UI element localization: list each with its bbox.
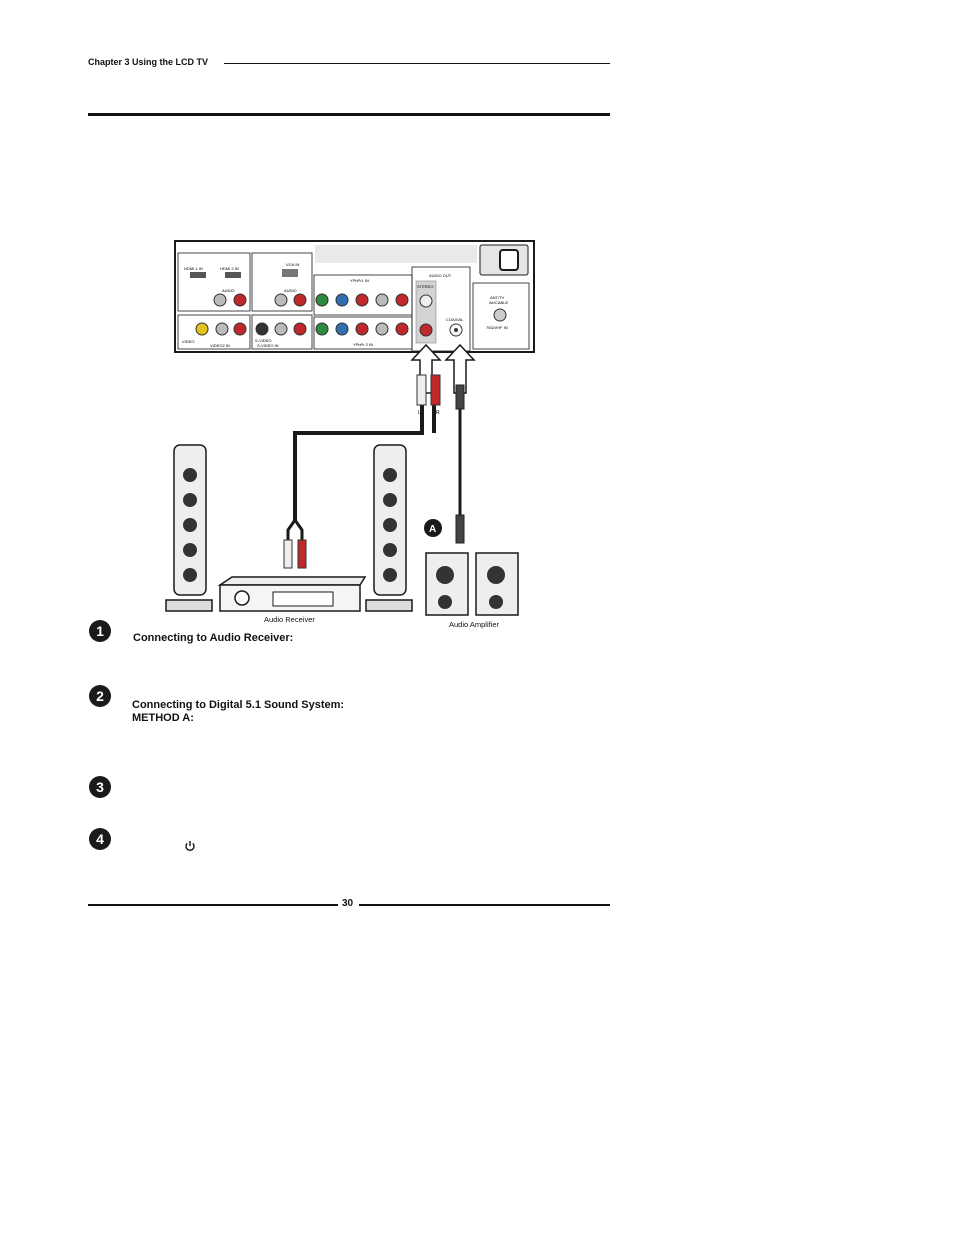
section-rule — [88, 113, 610, 116]
svg-text:R: R — [436, 410, 440, 416]
ypbpr1-label: YPbPr1 IN — [350, 278, 369, 283]
stereo-label: STEREO — [417, 284, 433, 289]
svg-text:ANT/TV: ANT/TV — [490, 295, 505, 300]
arrow-coaxial — [444, 343, 476, 394]
power-icon — [185, 841, 195, 851]
svg-text:Air/CABLE: Air/CABLE — [489, 300, 508, 305]
ypbpr2-label: YPbPr 2 IN — [353, 342, 373, 347]
step-3-number: 3 — [89, 776, 111, 798]
svg-text:S-VIDEO: S-VIDEO — [255, 338, 271, 343]
vga-label: VGA IN — [286, 262, 299, 267]
svg-text:75Ω/VHF IN: 75Ω/VHF IN — [486, 325, 508, 330]
footer-rule-left — [88, 904, 338, 906]
connection-diagram: HDMI 1 IN HDMI 2 IN AUDIO VGA IN AUDIO Y… — [165, 240, 535, 616]
marker-a — [424, 519, 442, 537]
amplifier-speaker-right — [475, 552, 519, 616]
step-1-text: Connecting to Audio Receiver: — [133, 632, 294, 644]
footer-rule-right — [359, 904, 610, 906]
header-rule — [224, 63, 610, 64]
coaxial-label: COAXIAL — [446, 317, 464, 322]
hdmi-audio-label: AUDIO — [222, 288, 235, 293]
step-4-number: 4 — [89, 828, 111, 850]
plug-left — [416, 374, 427, 406]
hdmi2-label: HDMI 2 IN — [220, 266, 239, 271]
svideo-in-label: S-VIDEO IN — [257, 343, 279, 348]
svg-text:AUDIO: AUDIO — [284, 288, 297, 293]
step-2-text: Connecting to Digital 5.1 Sound System: … — [132, 699, 345, 724]
plug-right — [430, 374, 441, 406]
amplifier-caption: Audio Amplifier — [449, 620, 500, 629]
hdmi1-label: HDMI 1 IN — [184, 266, 203, 271]
svg-text:A: A — [429, 524, 436, 535]
vent-grille — [315, 245, 477, 263]
svg-text:L: L — [418, 410, 421, 416]
receiver-caption: Audio Receiver — [264, 615, 315, 624]
step-2-number: 2 — [89, 685, 111, 707]
svg-text:VIDEO: VIDEO — [182, 339, 194, 344]
step-1-number: 1 — [89, 620, 111, 642]
video2-label: VIDEO2 IN — [210, 343, 230, 348]
page-number: 30 — [342, 898, 354, 909]
chapter-title: Chapter 3 Using the LCD TV — [88, 57, 209, 67]
audio-out-label: AUDIO OUT — [429, 273, 452, 278]
